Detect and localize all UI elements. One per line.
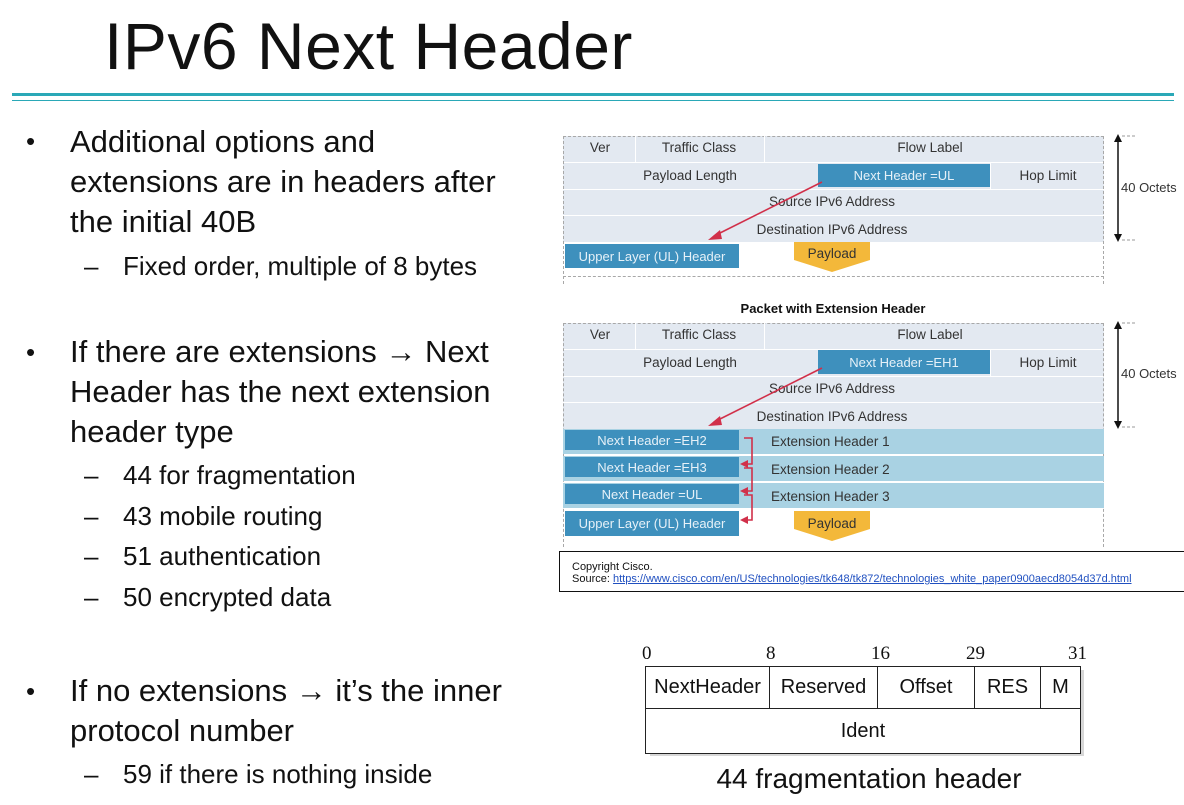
sub-bullet: 44 for fragmentation — [123, 460, 356, 490]
dash-icon: – — [84, 460, 99, 490]
dash-icon: – — [84, 582, 99, 612]
octets-label: 40 Octets — [1121, 180, 1177, 195]
bullet-1-line-2: extensions are in headers after — [70, 164, 496, 199]
destination-address-label: Destination IPv6 Address — [756, 222, 908, 237]
title-rule-thin — [12, 100, 1174, 101]
bit-label: 29 — [966, 643, 985, 664]
bullet-icon: • — [26, 126, 36, 156]
flow-label-label: Flow Label — [897, 327, 963, 342]
pointer-arrow-icon — [708, 367, 823, 426]
octets-label: 40 Octets — [1121, 366, 1177, 381]
title-rule — [12, 93, 1174, 96]
bullet-icon: • — [26, 337, 36, 367]
sub-bullet: 43 mobile routing — [123, 501, 323, 531]
hop-limit-label: Hop Limit — [1019, 355, 1077, 370]
bit-label: 0 — [642, 643, 652, 664]
frag-cell-ident: Ident — [840, 719, 886, 742]
bullet-icon: • — [26, 676, 36, 706]
source-address-label: Source IPv6 Address — [768, 194, 896, 209]
next-header-eh1-box: Next Header =EH1 — [818, 350, 990, 374]
extension-section-title: Packet with Extension Header — [740, 301, 926, 316]
bullet-3-line-2: protocol number — [70, 713, 295, 748]
sub-bullet: 59 if there is nothing inside — [123, 759, 433, 789]
bit-label: 8 — [766, 643, 776, 664]
frag-cell-offset: Offset — [878, 667, 975, 708]
next-header-eh3-box: Next Header =EH3 — [565, 457, 739, 477]
source-address-label: Source IPv6 Address — [768, 381, 896, 396]
dash-icon: – — [84, 541, 99, 571]
bullet-3-line-1: If no extensions → it’s the inner — [70, 673, 502, 708]
ver-label: Ver — [589, 140, 611, 155]
sub-bullet: Fixed order, multiple of 8 bytes — [123, 251, 478, 281]
bullet-2-line-3: header type — [70, 414, 234, 449]
frag-caption: 44 fragmentation header — [716, 763, 1022, 794]
payload-label: Payload — [807, 516, 857, 531]
bullet-1-line-3: the initial 40B — [70, 204, 257, 239]
page-title: IPv6 Next Header — [104, 9, 633, 83]
payload-length-label: Payload Length — [643, 168, 737, 183]
bit-label: 16 — [871, 643, 890, 664]
hop-limit-label: Hop Limit — [1019, 168, 1077, 183]
payload-length-label: Payload Length — [643, 355, 737, 370]
frag-cell-reserved: Reserved — [770, 667, 878, 708]
bullet-1-line-1: Additional options and — [70, 124, 376, 159]
payload-arrow-icon — [794, 511, 870, 541]
frag-cell-m: M — [1052, 676, 1069, 698]
chain-arrows-icon — [740, 437, 753, 524]
source-caption: Copyright Cisco. Source: https://www.cis… — [559, 551, 1184, 592]
copyright-text: Copyright Cisco. — [572, 561, 653, 573]
source-label: Source: — [572, 573, 613, 585]
octets-dimension-icon — [1114, 321, 1136, 429]
pointer-arrow-icon — [708, 181, 823, 240]
extension-header-3-label: Extension Header 3 — [771, 489, 890, 504]
ver-label: Ver — [589, 327, 611, 342]
upper-layer-header-box: Upper Layer (UL) Header — [565, 244, 739, 268]
frag-cell-res: RES — [975, 667, 1041, 708]
traffic-class-label: Traffic Class — [661, 140, 737, 155]
frag-table — [645, 666, 1081, 754]
sub-bullet: 51 authentication — [123, 541, 322, 571]
next-header-eh2-box: Next Header =EH2 — [565, 430, 739, 450]
flow-label-label: Flow Label — [897, 140, 963, 155]
upper-layer-header-box: Upper Layer (UL) Header — [565, 511, 739, 536]
sub-bullet: 50 encrypted data — [123, 582, 332, 612]
dash-icon: – — [84, 759, 99, 789]
payload-label: Payload — [807, 246, 857, 261]
bullet-2-line-2: Header has the next extension — [70, 374, 491, 409]
next-header-ul-box: Next Header =UL — [565, 484, 739, 504]
next-header-ul-box: Next Header =UL — [818, 164, 990, 187]
traffic-class-label: Traffic Class — [661, 327, 737, 342]
payload-arrow-icon — [794, 242, 870, 272]
source-link[interactable]: https://www.cisco.com/en/US/technologies… — [612, 573, 1132, 585]
extension-header-2-label: Extension Header 2 — [771, 462, 890, 477]
octets-dimension-icon — [1114, 134, 1136, 242]
frag-cell-nextheader: NextHeader — [646, 667, 770, 708]
bullet-2-line-1: If there are extensions → Next — [70, 334, 489, 369]
dash-icon: – — [84, 501, 99, 531]
bit-label: 31 — [1068, 643, 1087, 664]
extension-header-1-label: Extension Header 1 — [771, 434, 890, 449]
dash-icon: – — [84, 251, 99, 281]
destination-address-label: Destination IPv6 Address — [756, 409, 908, 424]
